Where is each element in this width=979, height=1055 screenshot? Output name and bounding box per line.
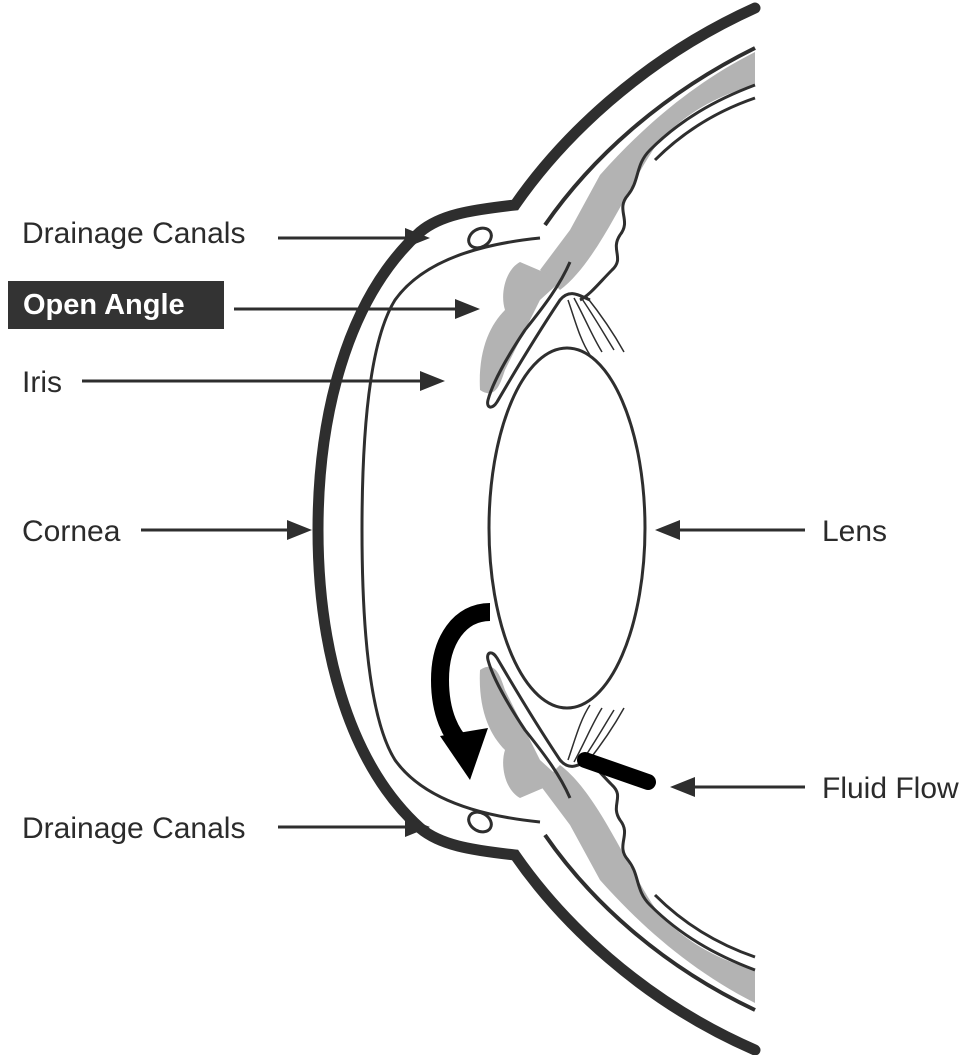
label-drainage-canals-top: Drainage Canals bbox=[22, 217, 245, 250]
pointer-head-cornea bbox=[287, 520, 312, 540]
drainage-canal-bottom bbox=[465, 808, 495, 836]
pointer-head-lens bbox=[655, 520, 680, 540]
fluid-flow-straight-bar bbox=[585, 760, 648, 782]
pointer-head-iris bbox=[420, 371, 445, 391]
choroid-band-top bbox=[540, 52, 755, 290]
label-cornea: Cornea bbox=[22, 515, 121, 548]
zonule-fibers-top bbox=[568, 296, 624, 355]
label-drainage-canals-bottom: Drainage Canals bbox=[22, 812, 245, 845]
label-open-angle: Open Angle bbox=[23, 289, 185, 321]
zonule-fibers-bottom bbox=[568, 705, 624, 764]
lens bbox=[489, 348, 645, 708]
pointer-head-open-angle bbox=[455, 299, 480, 319]
pointer-head-fluid-flow bbox=[670, 777, 695, 797]
label-iris: Iris bbox=[22, 366, 62, 399]
label-fluid-flow: Fluid Flow bbox=[822, 772, 959, 805]
fluid-flow-arrowhead bbox=[440, 728, 488, 780]
label-lens: Lens bbox=[822, 515, 887, 548]
choroid-band-bottom bbox=[540, 765, 755, 1003]
drainage-canal-top bbox=[465, 224, 495, 252]
